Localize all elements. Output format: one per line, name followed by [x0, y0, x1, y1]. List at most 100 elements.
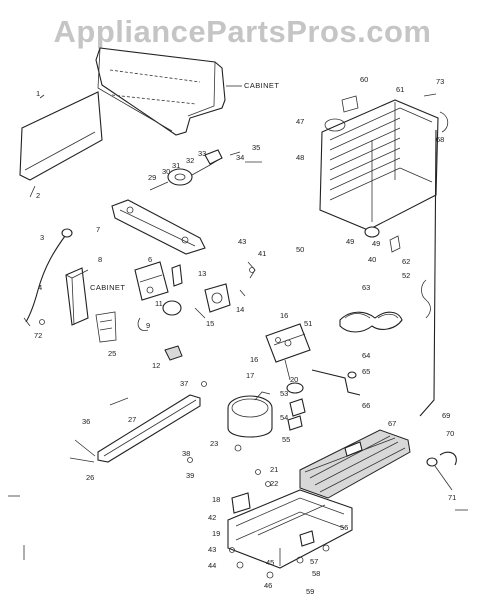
callout: 47 [296, 117, 304, 126]
callout: 9 [146, 321, 150, 330]
callout: 15 [206, 319, 214, 328]
drain-tube [311, 369, 361, 396]
capillary-tube [419, 129, 437, 417]
compressor [227, 391, 273, 438]
callout: 31 [172, 161, 180, 170]
base-rail [69, 394, 201, 463]
callout: 70 [446, 429, 454, 438]
callout: 55 [282, 435, 290, 444]
callout: 69 [442, 411, 450, 420]
control-box: CABINET [65, 267, 125, 326]
callout: 41 [258, 249, 266, 258]
callout: 65 [362, 367, 370, 376]
callout: 8 [98, 255, 102, 264]
hose-clip [426, 451, 457, 491]
callout: 61 [396, 85, 404, 94]
callout: 64 [362, 351, 370, 360]
callout: 53 [280, 389, 288, 398]
callout: 13 [198, 269, 206, 278]
callout: 43 [208, 545, 216, 554]
callout: 2 [36, 191, 40, 200]
bracket [111, 199, 206, 255]
callout: 51 [304, 319, 312, 328]
callout: 58 [312, 569, 320, 578]
drain-pan [299, 429, 411, 499]
callout: 22 [270, 479, 278, 488]
fan-assembly [149, 149, 262, 191]
callout: 54 [280, 413, 288, 422]
callout: 72 [34, 331, 42, 340]
relay-box [134, 261, 183, 301]
callout: 33 [198, 149, 206, 158]
cabinet-label-left: CABINET [90, 283, 125, 292]
callout: 52 [402, 271, 410, 280]
callout: 16 [250, 355, 258, 364]
callout: 26 [86, 473, 94, 482]
cabinet-top-panel: CABINET [95, 47, 279, 136]
callout: 56 [340, 523, 348, 532]
callout: 60 [360, 75, 368, 84]
callout: 44 [208, 561, 216, 570]
callout: 14 [236, 305, 244, 314]
callout: 66 [362, 401, 370, 410]
callout: 36 [82, 417, 90, 426]
callout: 42 [208, 513, 216, 522]
callout: 7 [96, 225, 100, 234]
callout: 37 [180, 379, 188, 388]
callout: 20 [290, 375, 298, 384]
callout: 18 [212, 495, 220, 504]
callout: 45 [266, 558, 274, 567]
start-relay [287, 398, 306, 431]
callout: 6 [148, 255, 152, 264]
heater-coil [339, 311, 403, 333]
small-plate [164, 345, 183, 361]
callout: 46 [264, 581, 272, 590]
callout: 29 [148, 173, 156, 182]
cabinet-label-top: CABINET [244, 81, 279, 90]
clamp [347, 371, 357, 379]
callout: 48 [296, 153, 304, 162]
callout: 57 [310, 557, 318, 566]
callout: 21 [270, 465, 278, 474]
side-panel [19, 91, 103, 198]
callout: 73 [436, 77, 444, 86]
callout: 12 [152, 361, 160, 370]
callout: 43 [238, 237, 246, 246]
callout: 35 [252, 143, 260, 152]
callout: 11 [155, 299, 163, 308]
callout: 67 [388, 419, 396, 428]
callout: 68 [436, 135, 444, 144]
callout: 17 [246, 371, 254, 380]
callout: 27 [128, 415, 136, 424]
callout: 30 [162, 167, 170, 176]
callout: 23 [210, 439, 218, 448]
mounting-bracket [265, 323, 311, 394]
callout: 63 [362, 283, 370, 292]
callout: 3 [40, 233, 44, 242]
condenser-assembly [319, 93, 449, 253]
watermark: AppliancePartsPros.com [53, 14, 432, 49]
callout: 59 [306, 587, 314, 596]
callout: 25 [108, 349, 116, 358]
callout: 4 [38, 283, 42, 292]
callout-numbers: 1 2 3 4 6 7 8 9 11 12 13 14 15 16 17 18 … [34, 75, 456, 596]
callout: 19 [212, 529, 220, 538]
callout: 50 [296, 245, 304, 254]
callout: 32 [186, 156, 194, 165]
defrost-timer [194, 261, 256, 319]
callout: 40 [368, 255, 376, 264]
callout: 49 [372, 239, 380, 248]
callout: 71 [448, 493, 456, 502]
small-motor [95, 300, 182, 343]
fasteners [39, 267, 281, 569]
callout: 39 [186, 471, 194, 480]
callout: 49 [346, 237, 354, 246]
power-cord [23, 228, 73, 327]
base-frame [227, 489, 353, 579]
callout: 1 [36, 89, 40, 98]
callout: 62 [402, 257, 410, 266]
callout: 38 [182, 449, 190, 458]
callout: 16 [280, 311, 288, 320]
